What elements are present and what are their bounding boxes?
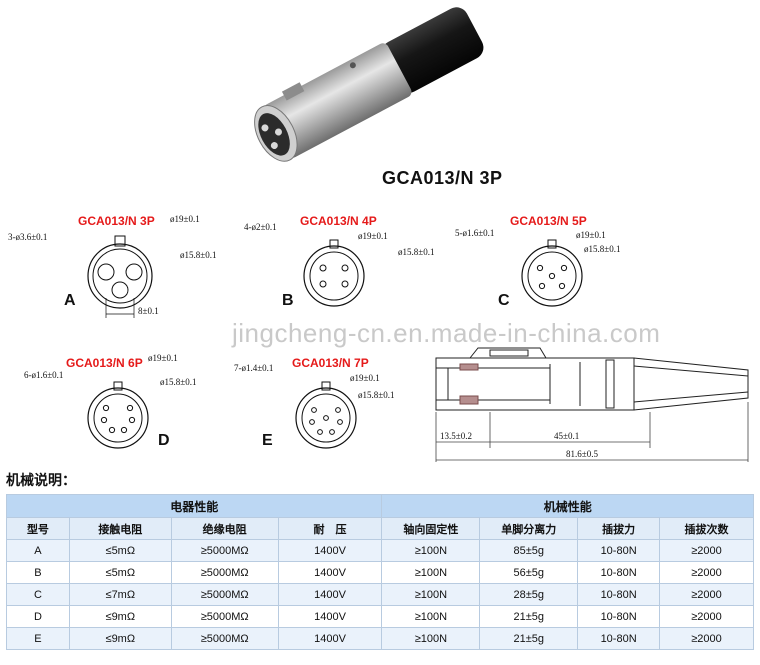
column-header-3: 耐 压 [277,517,383,540]
table-cell: ≤9mΩ [68,605,172,628]
column-header-6: 插拔力 [577,517,661,540]
table-cell: ≤7mΩ [68,583,172,606]
connector-photo [254,7,484,162]
drawing-a-outer-dia: ø19±0.1 [170,214,200,224]
table-cell: 10-80N [577,627,661,650]
drawing-e-connector-face [295,381,357,449]
side-view-drawing: 13.5±0.2 45±0.1 81.6±0.5 [435,347,749,462]
column-header-7: 插拔次数 [659,517,754,540]
drawing-d-letter: D [158,432,170,449]
drawing-b-connector-face [303,239,365,307]
drawing-a-model: GCA013/N 3P [78,214,155,228]
drawing-d-connector-face [87,381,149,449]
drawing-c-pin-spec: 5-ø1.6±0.1 [455,228,495,238]
table-cell: 56±5g [479,561,579,584]
table-cell: ≥5000MΩ [170,539,279,562]
table-cell: ≥5000MΩ [170,583,279,606]
side-view-dim-45: 45±0.1 [554,431,579,441]
table-cell: 21±5g [479,627,579,650]
drawing-b-inner-dia: ø15.8±0.1 [398,247,435,257]
column-header-4: 轴向固定性 [381,517,481,540]
table-cell: 28±5g [479,583,579,606]
product-title: GCA013/N 3P [382,168,503,188]
table-cell: ≥5000MΩ [170,605,279,628]
drawing-b-outer-dia: ø19±0.1 [358,231,388,241]
drawing-e-outer-dia: ø19±0.1 [350,373,380,383]
group-header-row: 电器性能 机械性能 [5,494,754,518]
table-cell: 1400V [277,605,383,628]
column-header-5: 单脚分离力 [479,517,579,540]
table-cell: ≥2000 [659,627,754,650]
side-view-dim-13-5: 13.5±0.2 [440,431,472,441]
drawing-b-pin-spec: 4-ø2±0.1 [244,222,277,232]
drawing-a-inner-dia: ø15.8±0.1 [180,250,217,260]
table-cell: 21±5g [479,605,579,628]
table-cell: ≥5000MΩ [170,561,279,584]
table-cell: ≥2000 [659,539,754,562]
table-cell: 1400V [277,627,383,650]
section-title: 机械说明： [6,472,76,488]
table-cell: ≤5mΩ [68,539,172,562]
drawing-c-letter: C [498,292,510,309]
drawing-e-model: GCA013/N 7P [292,356,369,370]
column-header-row: 型号接触电阻绝缘电阻耐 压轴向固定性单脚分离力插拔力插拔次数 [6,517,754,540]
table-cell: E [6,627,70,650]
column-header-1: 接触电阻 [68,517,172,540]
table-cell: 10-80N [577,605,661,628]
drawing-b-letter: B [282,292,294,309]
drawing-c-inner-dia: ø15.8±0.1 [584,244,621,254]
table-cell: ≥2000 [659,583,754,606]
column-header-0: 型号 [6,517,70,540]
table-cell: ≥2000 [659,605,754,628]
table-cell: ≥100N [381,539,481,562]
group-header-electrical: 电器性能 [5,494,383,518]
table-cell: ≤9mΩ [68,627,172,650]
drawing-e-pin-spec: 7-ø1.4±0.1 [234,363,274,373]
table-cell: 10-80N [577,539,661,562]
drawing-e-inner-dia: ø15.8±0.1 [358,390,395,400]
table-cell: B [6,561,70,584]
drawing-a-pin-spec: 3-ø3.6±0.1 [8,232,48,242]
drawing-a-letter: A [64,292,76,309]
drawing-d-pin-spec: 6-ø1.6±0.1 [24,370,64,380]
drawing-c-model: GCA013/N 5P [510,214,587,228]
drawing-d-model: GCA013/N 6P [66,356,143,370]
table-cell: ≥100N [381,583,481,606]
table-cell: 85±5g [479,539,579,562]
drawing-b-model: GCA013/N 4P [300,214,377,228]
table-cell: ≤5mΩ [68,561,172,584]
drawing-d-inner-dia: ø15.8±0.1 [160,377,197,387]
side-view-dim-81-6: 81.6±0.5 [566,449,598,459]
table-cell: 1400V [277,539,383,562]
group-header-mechanical: 机械性能 [381,494,754,518]
table-cell: 10-80N [577,561,661,584]
table-cell: ≥5000MΩ [170,627,279,650]
drawing-d-outer-dia: ø19±0.1 [148,353,178,363]
table-cell: C [6,583,70,606]
table-cell: 10-80N [577,583,661,606]
drawing-a-spacing: 8±0.1 [138,306,159,316]
table-cell: A [6,539,70,562]
watermark: jingcheng-cn.en.made-in-china.com [232,318,661,348]
table-cell: ≥100N [381,627,481,650]
spec-table: 电器性能 机械性能 型号接触电阻绝缘电阻耐 压轴向固定性单脚分离力插拔力插拔次数… [5,494,754,650]
column-header-2: 绝缘电阻 [170,517,279,540]
table-cell: 1400V [277,583,383,606]
table-cell: ≥2000 [659,561,754,584]
table-cell: ≥100N [381,561,481,584]
table-cell: ≥100N [381,605,481,628]
drawing-c-connector-face [521,239,583,307]
table-cell: 1400V [277,561,383,584]
drawing-e-letter: E [262,432,273,449]
drawing-c-outer-dia: ø19±0.1 [576,230,606,240]
table-cell: D [6,605,70,628]
drawing-a-connector-face [87,235,153,318]
